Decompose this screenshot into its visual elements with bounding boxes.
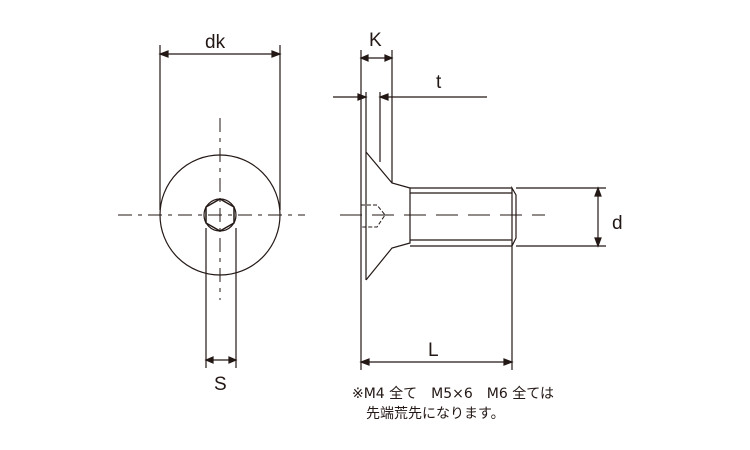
screw-side-view [333,50,606,370]
dk-label: dk [205,32,226,53]
t-label: t [436,72,442,93]
d-label: d [612,213,623,234]
tip-note: ※M4 全て M5×6 M6 全ては 先端荒先になります。 [352,384,554,424]
k-label: K [369,30,382,51]
note-line-1: ※M4 全て M5×6 M6 全ては [352,386,554,402]
note-line-2: 先端荒先になります。 [366,406,505,422]
head-top-view [118,45,305,368]
l-label: L [428,340,439,361]
s-label: S [214,374,227,395]
